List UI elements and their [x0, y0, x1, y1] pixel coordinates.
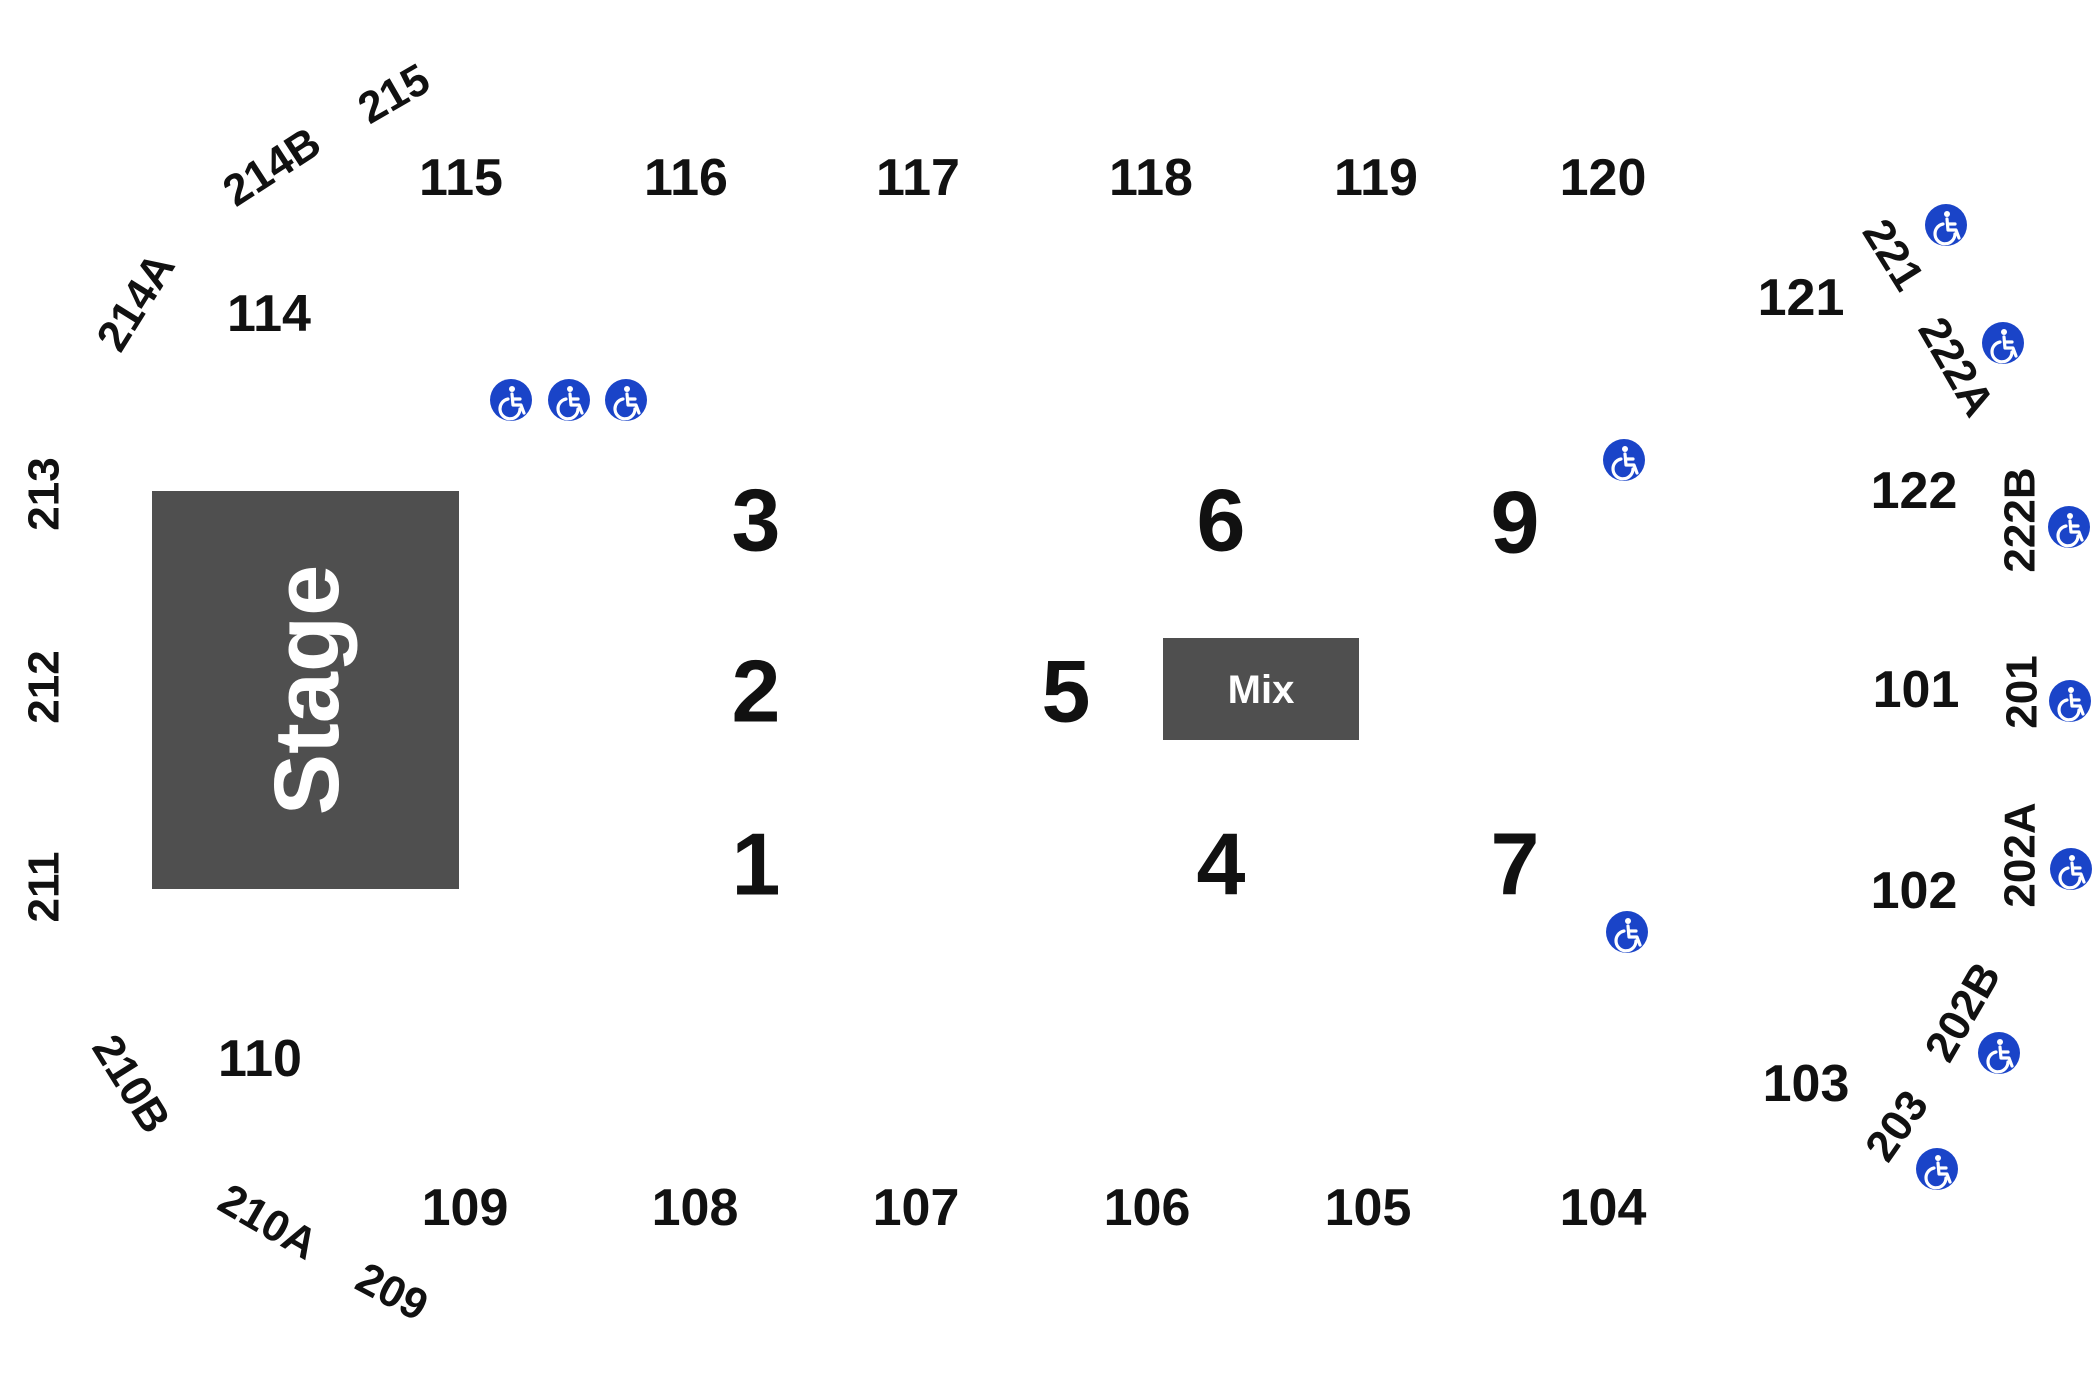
section-110[interactable]: 110	[218, 1030, 302, 1088]
stage-label: Stage	[256, 565, 358, 816]
section-114[interactable]: 114	[227, 285, 311, 343]
section-117[interactable]: 117	[876, 149, 960, 207]
section-122[interactable]: 122	[1871, 462, 1958, 520]
section-2[interactable]: 2	[732, 642, 781, 741]
section-201[interactable]: 201	[1998, 655, 2047, 728]
floor-sections: 1 2 3 4 5 6 7 9	[732, 471, 1540, 914]
section-107[interactable]: 107	[873, 1179, 960, 1237]
wheelchair-icon[interactable]	[1601, 437, 1647, 483]
wheelchair-icon[interactable]	[603, 377, 649, 423]
wheelchair-icon[interactable]	[546, 377, 592, 423]
mix-position: Mix	[1163, 638, 1359, 740]
section-214B[interactable]: 214B	[215, 118, 330, 216]
section-115[interactable]: 115	[419, 149, 503, 207]
section-105[interactable]: 105	[1325, 1179, 1412, 1237]
section-212[interactable]: 212	[20, 650, 69, 723]
section-102[interactable]: 102	[1871, 862, 1958, 920]
wheelchair-icon[interactable]	[1980, 320, 2026, 366]
section-213[interactable]: 213	[20, 457, 69, 530]
mix-label: Mix	[1228, 668, 1295, 712]
section-1[interactable]: 1	[732, 815, 781, 914]
wheelchair-icon[interactable]	[1923, 202, 1969, 248]
section-7[interactable]: 7	[1491, 815, 1540, 914]
stage: Stage	[152, 491, 459, 889]
section-221[interactable]: 221	[1853, 211, 1933, 299]
section-119[interactable]: 119	[1334, 149, 1418, 207]
section-108[interactable]: 108	[652, 1179, 739, 1237]
section-209[interactable]: 209	[348, 1253, 436, 1331]
section-222A[interactable]: 222A	[1908, 309, 2003, 425]
section-121[interactable]: 121	[1758, 269, 1845, 327]
section-215[interactable]: 215	[350, 54, 438, 133]
wheelchair-icon[interactable]	[488, 377, 534, 423]
mix-block	[1163, 638, 1359, 740]
section-109[interactable]: 109	[422, 1179, 509, 1237]
section-101[interactable]: 101	[1873, 661, 1960, 719]
wheelchair-icon[interactable]	[2048, 846, 2094, 892]
section-210B[interactable]: 210B	[82, 1026, 179, 1141]
wheelchair-icon[interactable]	[1914, 1146, 1960, 1192]
stage-block	[152, 491, 459, 889]
section-118[interactable]: 118	[1109, 149, 1193, 207]
section-104[interactable]: 104	[1560, 1179, 1647, 1237]
section-211[interactable]: 211	[20, 852, 69, 923]
section-116[interactable]: 116	[644, 149, 728, 207]
section-3[interactable]: 3	[732, 471, 781, 570]
section-214A[interactable]: 214A	[87, 244, 184, 359]
section-202A[interactable]: 202A	[1996, 802, 2045, 907]
wheelchair-icon[interactable]	[1976, 1030, 2022, 1076]
wheelchair-icon[interactable]	[1604, 909, 1650, 955]
section-222B[interactable]: 222B	[1996, 467, 2045, 572]
section-4[interactable]: 4	[1197, 815, 1246, 914]
section-6[interactable]: 6	[1197, 471, 1246, 570]
section-106[interactable]: 106	[1104, 1179, 1191, 1237]
wheelchair-icon[interactable]	[2046, 504, 2092, 550]
section-9[interactable]: 9	[1491, 473, 1540, 572]
section-210A[interactable]: 210A	[210, 1174, 326, 1269]
wheelchair-icon[interactable]	[2047, 678, 2093, 724]
section-120[interactable]: 120	[1560, 149, 1647, 207]
section-103[interactable]: 103	[1763, 1055, 1850, 1113]
lower-sections: 101 102 103 104 105 106 107 108 109 110 …	[218, 149, 1959, 1237]
section-5[interactable]: 5	[1042, 642, 1091, 741]
